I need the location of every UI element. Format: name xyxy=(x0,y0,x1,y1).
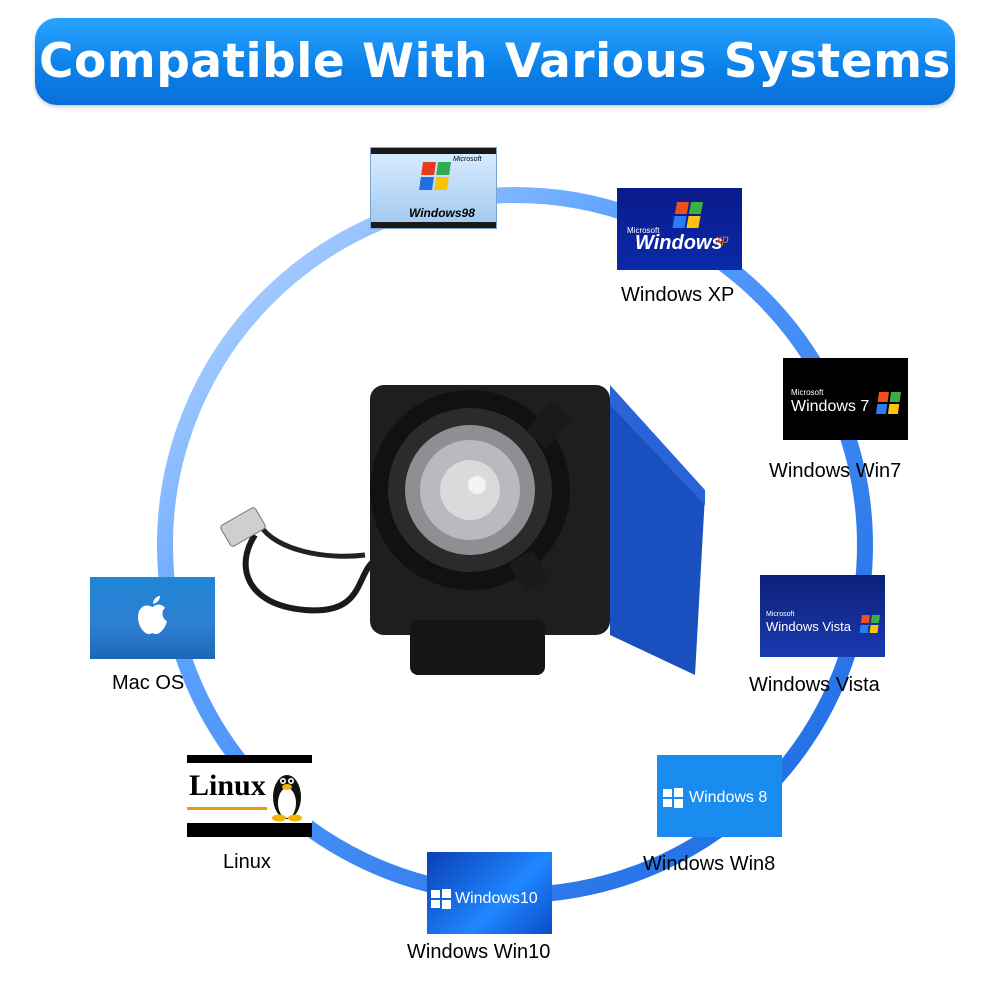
apple-logo-icon xyxy=(90,577,215,659)
windows-7-logo-icon: Microsoft Windows 7 xyxy=(783,358,908,440)
linux-tux-logo-icon: Linux xyxy=(187,755,312,837)
windows-8-logo-icon: Windows 8 xyxy=(657,755,782,837)
usb-camera-icon xyxy=(220,385,705,675)
mac-os-label: Mac OS xyxy=(112,672,185,694)
windows-xp-logo-text: Windows xyxy=(635,232,723,254)
windows-xp-brand: Microsoft xyxy=(627,226,660,235)
windows-xp-suffix: xp xyxy=(716,232,729,246)
windows-10-logo-icon: Windows10 xyxy=(427,852,552,934)
windows-8-label: Windows Win8 xyxy=(643,853,776,875)
windows-vista-logo-icon: Microsoft Windows Vista xyxy=(760,575,885,657)
windows-98-logo-icon: Microsoft Windows98 xyxy=(370,147,497,229)
windows-10-logo-text: Windows10 xyxy=(455,890,538,907)
windows-7-logo-text: Windows 7 xyxy=(791,398,870,415)
camera-body-side xyxy=(610,395,705,675)
banner-title: Compatible With Various Systems xyxy=(38,34,952,89)
windows-7-label: Windows Win7 xyxy=(769,460,902,482)
windows-vista-brand: Microsoft xyxy=(766,611,795,618)
linux-logo-text: Linux xyxy=(189,769,266,802)
camera-mount xyxy=(410,620,545,675)
windows-8-logo-text: Windows 8 xyxy=(689,789,768,806)
windows-98-brand: Microsoft xyxy=(453,156,482,163)
linux-label: Linux xyxy=(223,851,271,873)
windows-xp-logo-icon: Microsoft Windows xp xyxy=(617,188,742,270)
windows-vista-logo-text: Windows Vista xyxy=(766,619,852,634)
windows-10-label: Windows Win10 xyxy=(407,941,551,963)
windows-vista-label: Windows Vista xyxy=(749,674,880,696)
windows-98-logo-text: Windows98 xyxy=(409,206,475,220)
usb-plug xyxy=(220,507,266,547)
title-banner: Compatible With Various Systems xyxy=(35,18,955,105)
windows-7-brand: Microsoft xyxy=(791,388,824,397)
usb-cable xyxy=(242,533,378,614)
windows-xp-label: Windows XP xyxy=(621,284,735,306)
usb-cable-loop xyxy=(257,523,366,559)
